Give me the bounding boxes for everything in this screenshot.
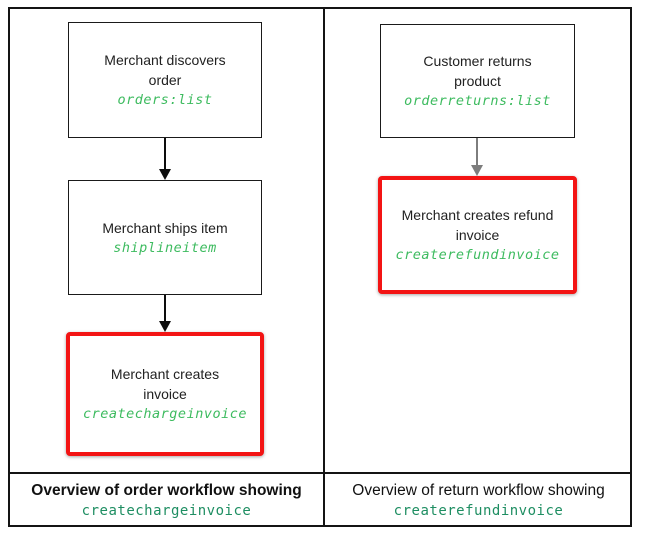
- arrow-down: [159, 138, 171, 180]
- caption-return-workflow: Overview of return workflow showing crea…: [325, 474, 632, 527]
- node-label-line: product: [454, 73, 501, 89]
- node-merchant-ships-item: Merchant ships item shiplineitem: [68, 180, 262, 295]
- arrow-shaft: [164, 138, 166, 169]
- node-label-line: Merchant creates: [110, 366, 220, 382]
- node-method-code: createchargeinvoice: [83, 406, 247, 422]
- arrowhead-icon: [159, 169, 171, 180]
- node-label-line: invoice: [143, 386, 187, 402]
- node-label-line: Customer returns: [423, 53, 532, 69]
- node-method-code: createrefundinvoice: [395, 247, 560, 263]
- node-method-code: shiplineitem: [113, 239, 217, 256]
- caption-method-code: createrefundinvoice: [393, 502, 564, 519]
- node-merchant-creates-refund-invoice-highlighted: Merchant creates refund invoice createre…: [378, 176, 577, 294]
- column-divider: [323, 9, 325, 525]
- caption-text: Overview of return workflow showing: [352, 481, 605, 499]
- caption-method-code: createchargeinvoice: [81, 502, 252, 519]
- arrow-down: [471, 138, 483, 176]
- arrowhead-icon: [159, 321, 171, 332]
- caption-order-workflow: Overview of order workflow showing creat…: [10, 474, 323, 527]
- diagram-table: Merchant discovers order orders:list Mer…: [8, 7, 632, 527]
- node-label-line: Merchant ships item: [102, 219, 228, 236]
- node-method-code: orders:list: [117, 92, 213, 108]
- arrowhead-icon: [471, 165, 483, 176]
- node-merchant-discovers-order: Merchant discovers order orders:list: [68, 22, 262, 138]
- arrow-shaft: [476, 138, 478, 165]
- caption-text: Overview of order workflow showing: [31, 481, 302, 499]
- node-merchant-creates-invoice-highlighted: Merchant creates invoice createchargeinv…: [66, 332, 264, 456]
- arrow-shaft: [164, 295, 166, 321]
- node-label-line: Merchant creates refund: [401, 207, 554, 223]
- node-method-code: orderreturns:list: [404, 93, 551, 109]
- node-customer-returns-product: Customer returns product orderreturns:li…: [380, 24, 575, 138]
- node-label-line: invoice: [455, 227, 500, 243]
- caption-divider: [10, 472, 630, 474]
- node-label-line: order: [148, 72, 182, 88]
- node-label-line: Merchant discovers: [104, 52, 226, 68]
- arrow-down: [159, 295, 171, 332]
